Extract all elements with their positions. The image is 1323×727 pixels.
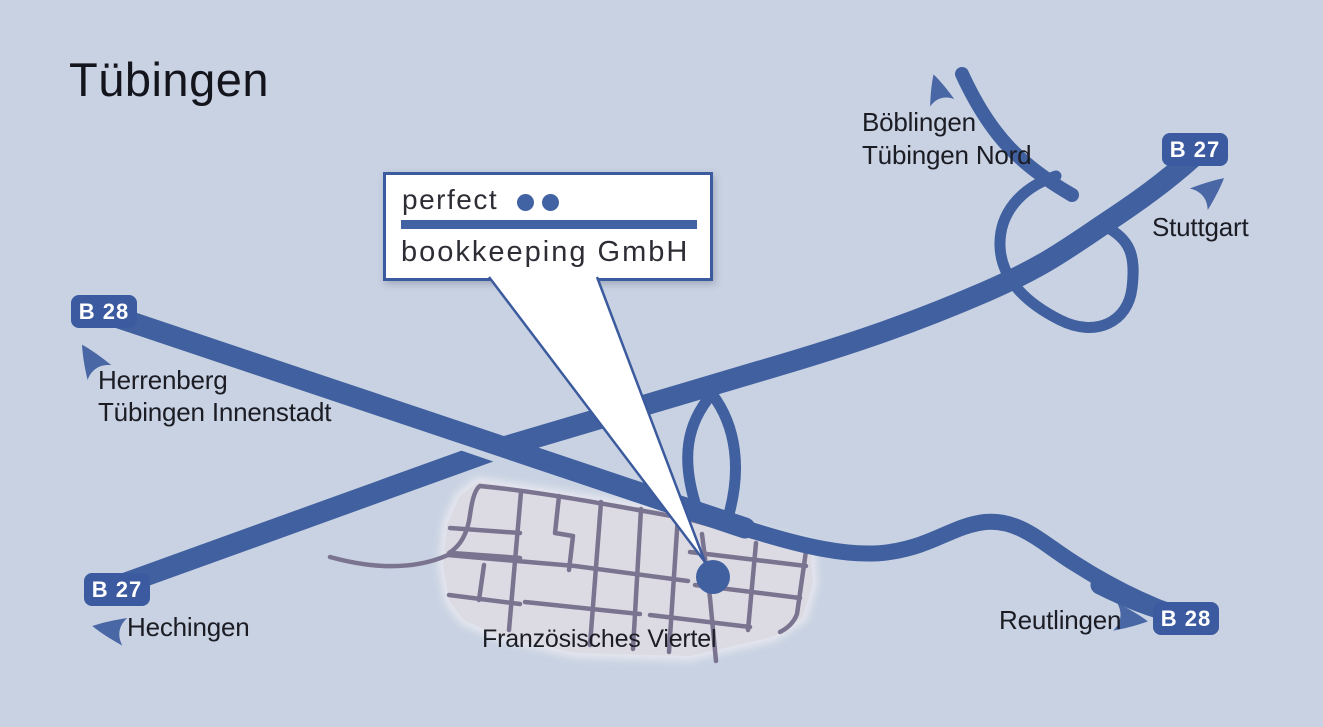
road-b27 bbox=[109, 147, 1203, 596]
label-herrenberg-line1: Herrenberg bbox=[98, 365, 228, 395]
badge-b28-northwest: B 28 bbox=[71, 295, 137, 328]
logo-wordmark-bottom: bookkeeping GmbH bbox=[401, 236, 690, 268]
logo-divider bbox=[401, 220, 697, 229]
badge-b27-northeast: B 27 bbox=[1162, 133, 1228, 166]
label-boeblingen: Böblingen Tübingen Nord bbox=[862, 106, 1032, 172]
label-herrenberg: Herrenberg Tübingen Innenstadt bbox=[98, 364, 331, 428]
badge-b27-southwest: B 27 bbox=[84, 573, 150, 606]
label-reutlingen: Reutlingen bbox=[999, 605, 1122, 635]
connector-ramp-east bbox=[706, 388, 741, 520]
label-boeblingen-line2: Tübingen Nord bbox=[862, 140, 1032, 170]
boeblingen-branch-road bbox=[955, 67, 1079, 202]
connector-ramp-west bbox=[682, 388, 718, 515]
label-district: Französisches Viertel bbox=[482, 625, 717, 653]
interchange-loop-ramp bbox=[994, 170, 1139, 333]
map-title: Tübingen bbox=[69, 53, 269, 106]
arrow-stuttgart-icon bbox=[1189, 167, 1234, 211]
logo-dot-icon bbox=[517, 194, 534, 211]
label-hechingen: Hechingen bbox=[127, 612, 250, 642]
logo-wordmark-top: perfect bbox=[402, 184, 499, 215]
label-herrenberg-line2: Tübingen Innenstadt bbox=[98, 397, 332, 427]
badge-b28-southeast: B 28 bbox=[1153, 602, 1219, 635]
label-boeblingen-line1: Böblingen bbox=[862, 107, 976, 137]
arrow-hechingen-icon bbox=[89, 612, 128, 646]
logo-dot-icon bbox=[542, 194, 559, 211]
label-stuttgart: Stuttgart bbox=[1152, 212, 1249, 242]
company-callout: perfect bookkeeping GmbH bbox=[383, 172, 713, 281]
arrow-boeblingen-icon bbox=[921, 70, 955, 107]
